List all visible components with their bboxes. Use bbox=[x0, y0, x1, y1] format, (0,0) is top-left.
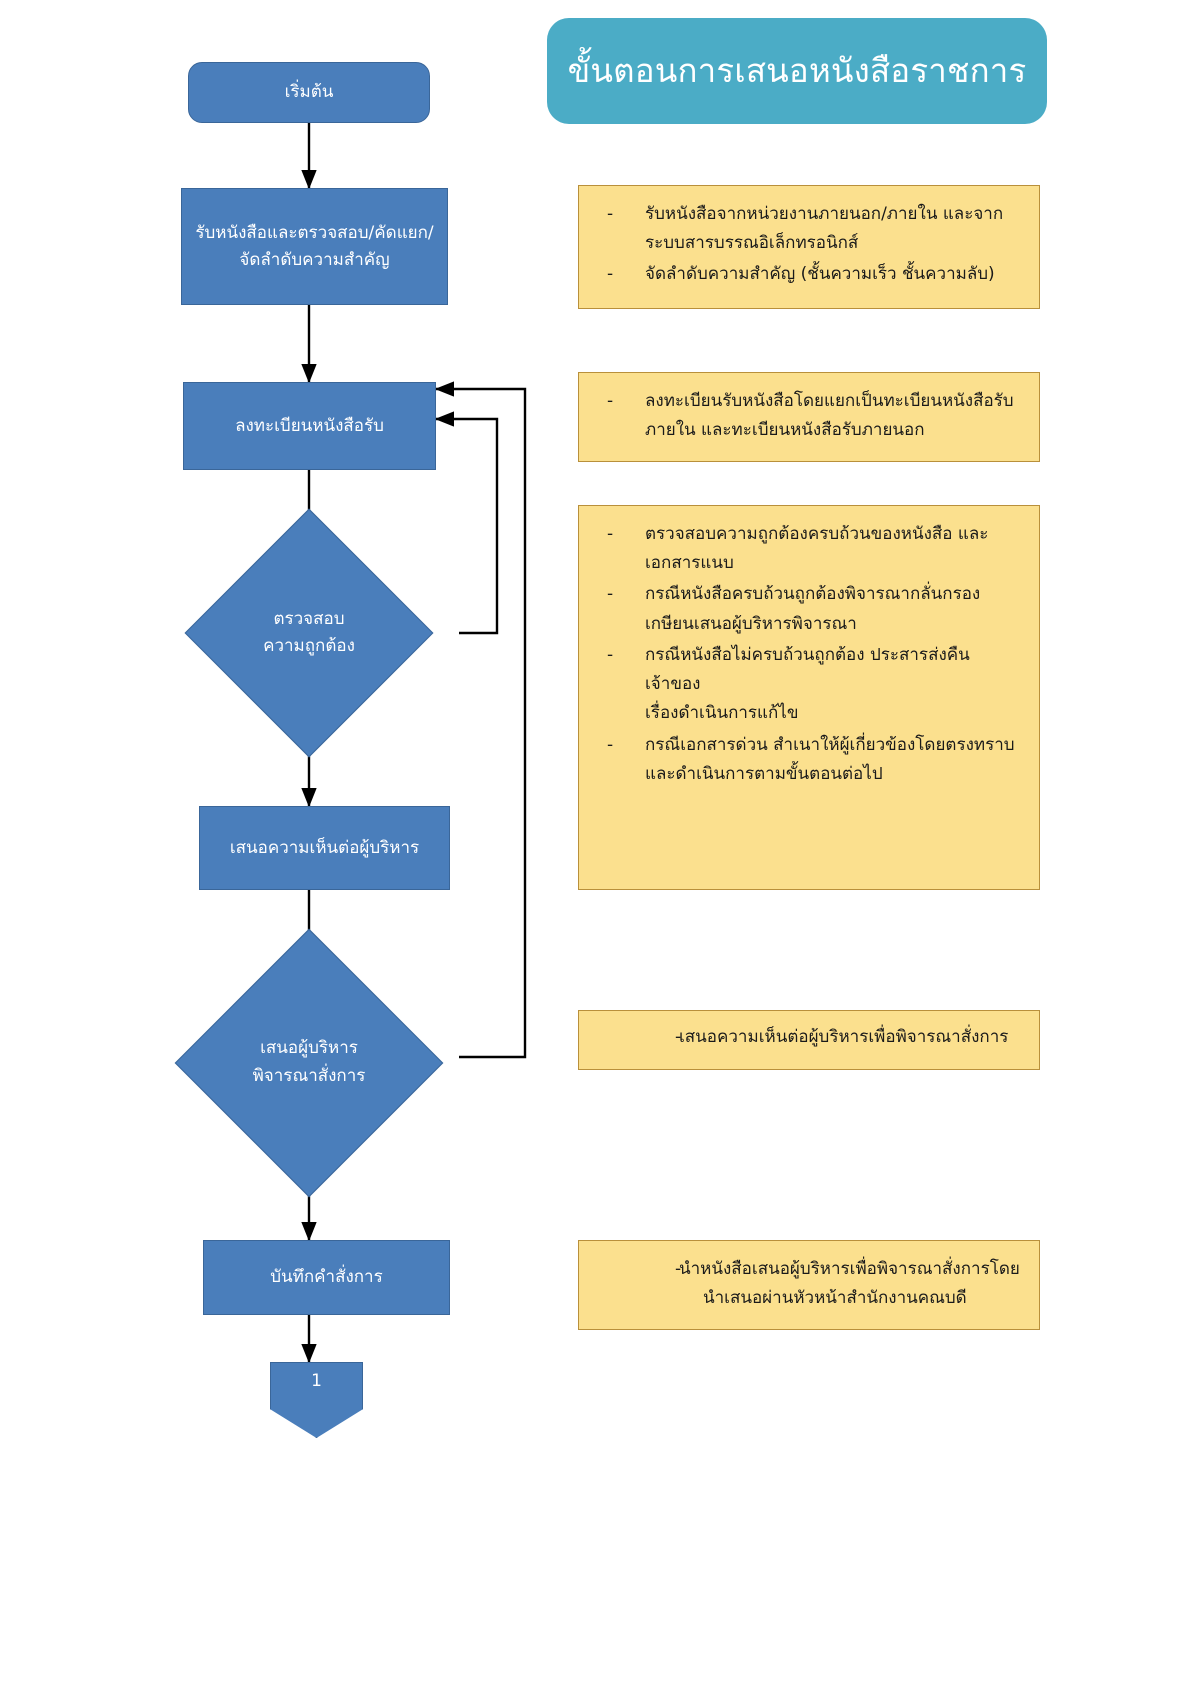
note-verify-document: - ตรวจสอบความถูกต้องครบถ้วนของหนังสือ แล… bbox=[578, 505, 1040, 890]
note-line: นำเสนอผ่านหัวหน้าสำนักงานคณบดี bbox=[703, 1288, 967, 1309]
note-line: กรณีเอกสารด่วน สำเนาให้ผู้เกี่ยวข้องโดยต… bbox=[645, 734, 1015, 755]
node-offpage-connector-1[interactable]: 1 bbox=[270, 1362, 363, 1438]
note-line: และดำเนินการตามขั้นตอนต่อไป bbox=[645, 763, 883, 784]
note-item: - กรณีหนังสือครบถ้วนถูกต้องพิจารณากลั่นก… bbox=[589, 580, 1025, 638]
note-line: รับหนังสือจากหน่วยงานภายนอก/ภายใน และจาก bbox=[645, 204, 1004, 224]
node-register-document[interactable]: ลงทะเบียนหนังสือรับ bbox=[183, 382, 436, 470]
bullet-dash: - bbox=[607, 524, 614, 544]
node-register-document-label: ลงทะเบียนหนังสือรับ bbox=[235, 415, 384, 436]
note-item: - ตรวจสอบความถูกต้องครบถ้วนของหนังสือ แล… bbox=[589, 520, 1025, 578]
note-item: - กรณีหนังสือไม่ครบถ้วนถูกต้อง ประสารส่ง… bbox=[589, 641, 1025, 729]
bullet-dash: - bbox=[607, 391, 614, 411]
bullet-dash: - bbox=[607, 204, 614, 224]
note-line: นำหนังสือเสนอผู้บริหารเพื่อพิจารณาสั่งกา… bbox=[679, 1259, 1020, 1279]
note-item: - กรณีเอกสารด่วน สำเนาให้ผู้เกี่ยวข้องโด… bbox=[589, 731, 1025, 789]
note-item: - นำหนังสือเสนอผู้บริหารเพื่อพิจารณาสั่ง… bbox=[589, 1255, 1025, 1313]
bullet-dash: - bbox=[607, 644, 614, 665]
note-line: เสนอความเห็นต่อผู้บริหารเพื่อพิจารณาสั่ง… bbox=[679, 1027, 1009, 1047]
node-offpage-connector-1-label: 1 bbox=[311, 1371, 322, 1391]
node-start[interactable]: เริ่มต้น bbox=[188, 62, 430, 123]
note-executive-decision: - เสนอความเห็นต่อผู้บริหารเพื่อพิจารณาสั… bbox=[578, 1010, 1040, 1070]
diamond-shape bbox=[184, 508, 434, 758]
diamond-shape bbox=[174, 928, 444, 1197]
note-register-document: - ลงทะเบียนรับหนังสือโดยแยกเป็นทะเบียนหน… bbox=[578, 372, 1040, 462]
page-title: ขั้นตอนการเสนอหนังสือราชการ bbox=[567, 51, 1027, 91]
node-record-order[interactable]: บันทึกคำสั่งการ bbox=[203, 1240, 450, 1315]
note-line: กรณีหนังสือไม่ครบถ้วนถูกต้อง ประสารส่งคื… bbox=[645, 644, 970, 695]
note-list: - นำหนังสือเสนอผู้บริหารเพื่อพิจารณาสั่ง… bbox=[589, 1255, 1025, 1313]
note-list: - รับหนังสือจากหน่วยงานภายนอก/ภายใน และจ… bbox=[589, 200, 1025, 290]
page-title-banner: ขั้นตอนการเสนอหนังสือราชการ bbox=[547, 18, 1047, 124]
note-item: - ลงทะเบียนรับหนังสือโดยแยกเป็นทะเบียนหน… bbox=[589, 387, 1025, 445]
note-line: เรื่องดำเนินการแก้ไข bbox=[645, 703, 799, 724]
bullet-dash: - bbox=[675, 1259, 682, 1279]
node-verify-decision[interactable]: ตรวจสอบ ความถูกต้อง bbox=[159, 508, 459, 758]
note-item: - รับหนังสือจากหน่วยงานภายนอก/ภายใน และจ… bbox=[589, 200, 1025, 258]
bullet-dash: - bbox=[607, 584, 614, 605]
note-line: ภายใน และทะเบียนหนังสือรับภายนอก bbox=[645, 420, 925, 441]
bullet-dash: - bbox=[607, 264, 614, 285]
node-start-label: เริ่มต้น bbox=[284, 82, 334, 103]
note-list: - เสนอความเห็นต่อผู้บริหารเพื่อพิจารณาสั… bbox=[589, 1023, 1025, 1052]
node-submit-opinion[interactable]: เสนอความเห็นต่อผู้บริหาร bbox=[199, 806, 450, 890]
note-receive-document: - รับหนังสือจากหน่วยงานภายนอก/ภายใน และจ… bbox=[578, 185, 1040, 309]
node-record-order-label: บันทึกคำสั่งการ bbox=[270, 1267, 383, 1288]
note-line: ตรวจสอบความถูกต้องครบถ้วนของหนังสือ และ bbox=[645, 524, 989, 544]
node-receive-document[interactable]: รับหนังสือและตรวจสอบ/คัดแยก/จัดลำดับความ… bbox=[181, 188, 448, 305]
bullet-dash: - bbox=[675, 1027, 682, 1047]
note-line: ลงทะเบียนรับหนังสือโดยแยกเป็นทะเบียนหนัง… bbox=[645, 391, 1014, 411]
note-item: - เสนอความเห็นต่อผู้บริหารเพื่อพิจารณาสั… bbox=[589, 1023, 1025, 1052]
note-record-order: - นำหนังสือเสนอผู้บริหารเพื่อพิจารณาสั่ง… bbox=[578, 1240, 1040, 1330]
note-list: - ลงทะเบียนรับหนังสือโดยแยกเป็นทะเบียนหน… bbox=[589, 387, 1025, 445]
note-line: ระบบสารบรรณอิเล็กทรอนิกส์ bbox=[645, 233, 859, 254]
note-line: กรณีหนังสือครบถ้วนถูกต้องพิจารณากลั่นกรอ… bbox=[645, 584, 981, 605]
note-list: - ตรวจสอบความถูกต้องครบถ้วนของหนังสือ แล… bbox=[589, 520, 1025, 789]
node-executive-decision[interactable]: เสนอผู้บริหาร พิจารณาสั่งการ bbox=[159, 928, 459, 1197]
node-submit-opinion-label: เสนอความเห็นต่อผู้บริหาร bbox=[229, 837, 420, 858]
node-receive-document-label: รับหนังสือและตรวจสอบ/คัดแยก/จัดลำดับความ… bbox=[195, 223, 434, 270]
note-item: - จัดลำดับความสำคัญ (ชั้นความเร็ว ชั้นคว… bbox=[589, 260, 1025, 289]
bullet-dash: - bbox=[607, 734, 614, 755]
note-line: เอกสารแนบ bbox=[645, 553, 734, 574]
note-line: จัดลำดับความสำคัญ (ชั้นความเร็ว ชั้นความ… bbox=[645, 264, 995, 285]
note-line: เกษียนเสนอผู้บริหารพิจารณา bbox=[645, 613, 857, 634]
